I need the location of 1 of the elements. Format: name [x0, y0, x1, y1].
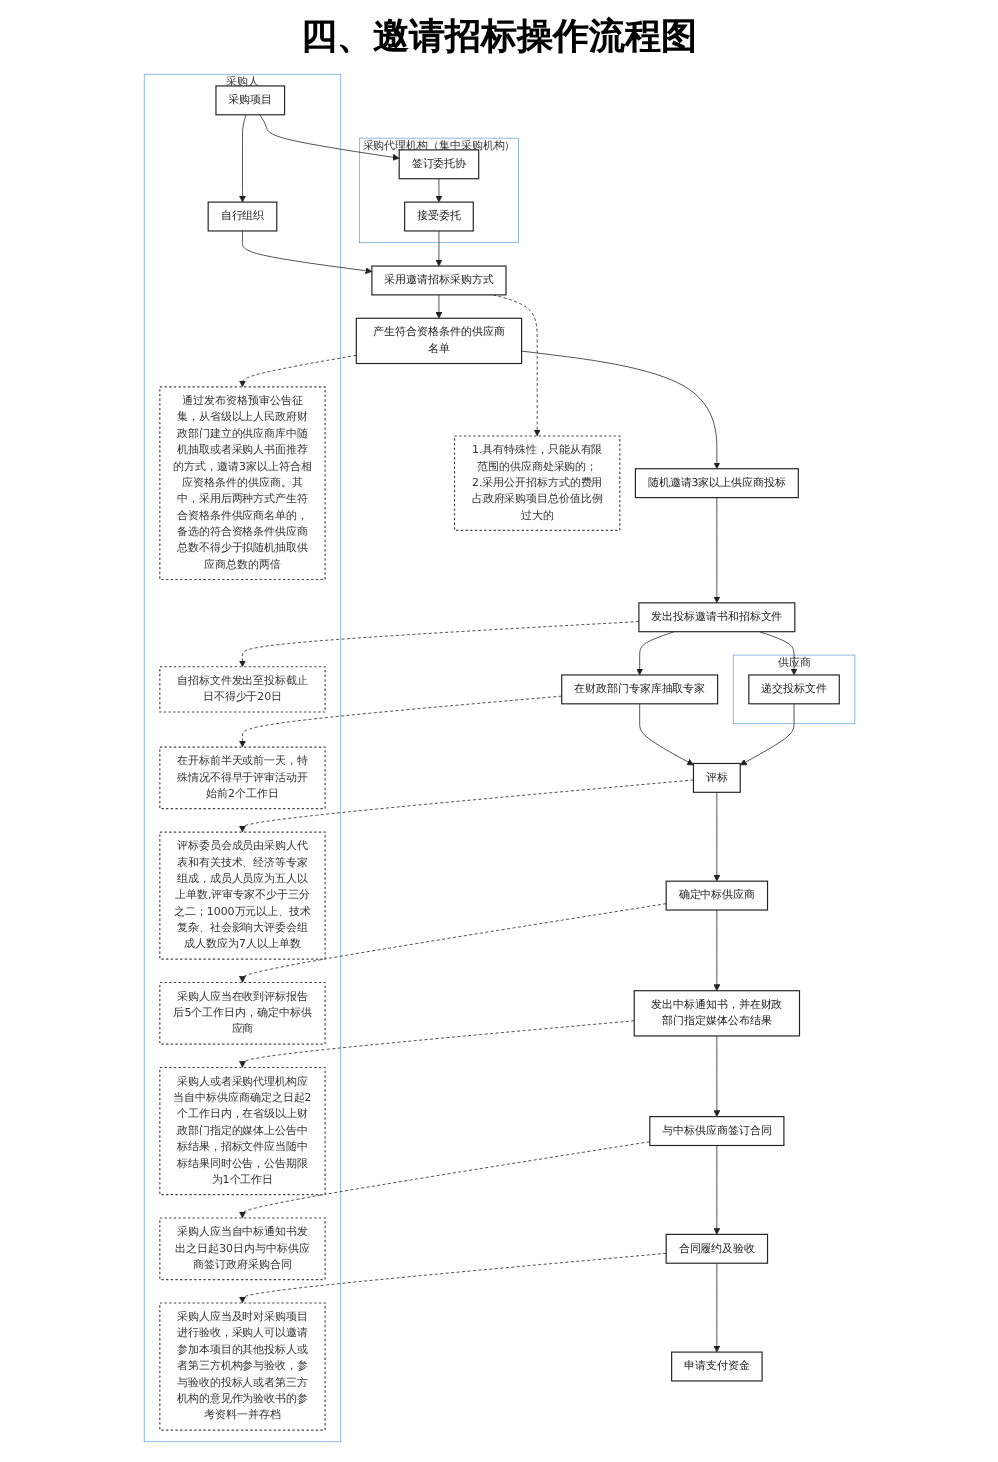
diagram-title: 四、邀请招标操作流程图: [299, 14, 699, 60]
